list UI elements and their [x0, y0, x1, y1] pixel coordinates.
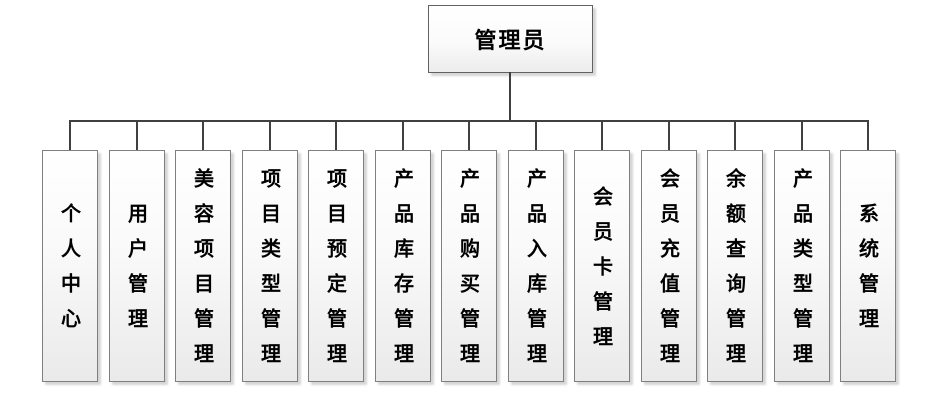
child-box-label: 个人中心 [57, 203, 82, 343]
child-box-personal-center: 个人中心 [42, 150, 98, 382]
child-box-project-reservation-management: 项目预定管理 [308, 150, 364, 382]
child-box-label: 项目预定管理 [323, 168, 348, 378]
child-box-project-type-management: 项目类型管理 [242, 150, 298, 382]
connector-drop-line [535, 121, 537, 151]
connector-drop-line [269, 121, 271, 151]
child-box-label: 会员充值管理 [656, 168, 681, 378]
connector-drop-line [668, 121, 670, 151]
child-box-product-inbound-management: 产品入库管理 [508, 150, 564, 382]
child-box-label: 产品购买管理 [456, 168, 481, 378]
child-box-product-type-management: 产品类型管理 [774, 150, 830, 382]
child-box-beauty-project-management: 美容项目管理 [175, 150, 231, 382]
connector-drop-line [69, 121, 71, 151]
child-box-user-management: 用户管理 [109, 150, 165, 382]
child-box-label: 用户管理 [124, 203, 149, 343]
child-box-label: 系统管理 [855, 203, 880, 343]
child-box-product-purchase-management: 产品购买管理 [441, 150, 497, 382]
child-box-balance-inquiry-management: 余额查询管理 [707, 150, 763, 382]
child-box-label: 余额查询管理 [722, 168, 747, 378]
child-box-label: 会员卡管理 [589, 185, 614, 361]
child-box-product-inventory-management: 产品库存管理 [375, 150, 431, 382]
connector-drop-line [202, 121, 204, 151]
connector-drop-line [335, 121, 337, 151]
child-box-label: 美容项目管理 [190, 168, 215, 378]
child-box-label: 产品入库管理 [523, 168, 548, 378]
child-box-member-recharge-management: 会员充值管理 [641, 150, 697, 382]
child-box-system-management: 系统管理 [840, 150, 896, 382]
connector-drop-line [136, 121, 138, 151]
connector-drop-line [867, 121, 869, 151]
connector-drop-line [734, 121, 736, 151]
connector-drop-line [601, 121, 603, 151]
child-box-label: 产品库存管理 [390, 168, 415, 378]
root-box-label: 管理员 [474, 29, 547, 54]
child-box-membership-card-management: 会员卡管理 [574, 150, 630, 382]
child-box-label: 产品类型管理 [789, 168, 814, 378]
connector-drop-line [801, 121, 803, 151]
root-box-admin: 管理员 [428, 5, 593, 73]
connector-drop-line [402, 121, 404, 151]
connector-trunk-line [509, 72, 511, 121]
connector-drop-line [468, 121, 470, 151]
child-box-label: 项目类型管理 [257, 168, 282, 378]
